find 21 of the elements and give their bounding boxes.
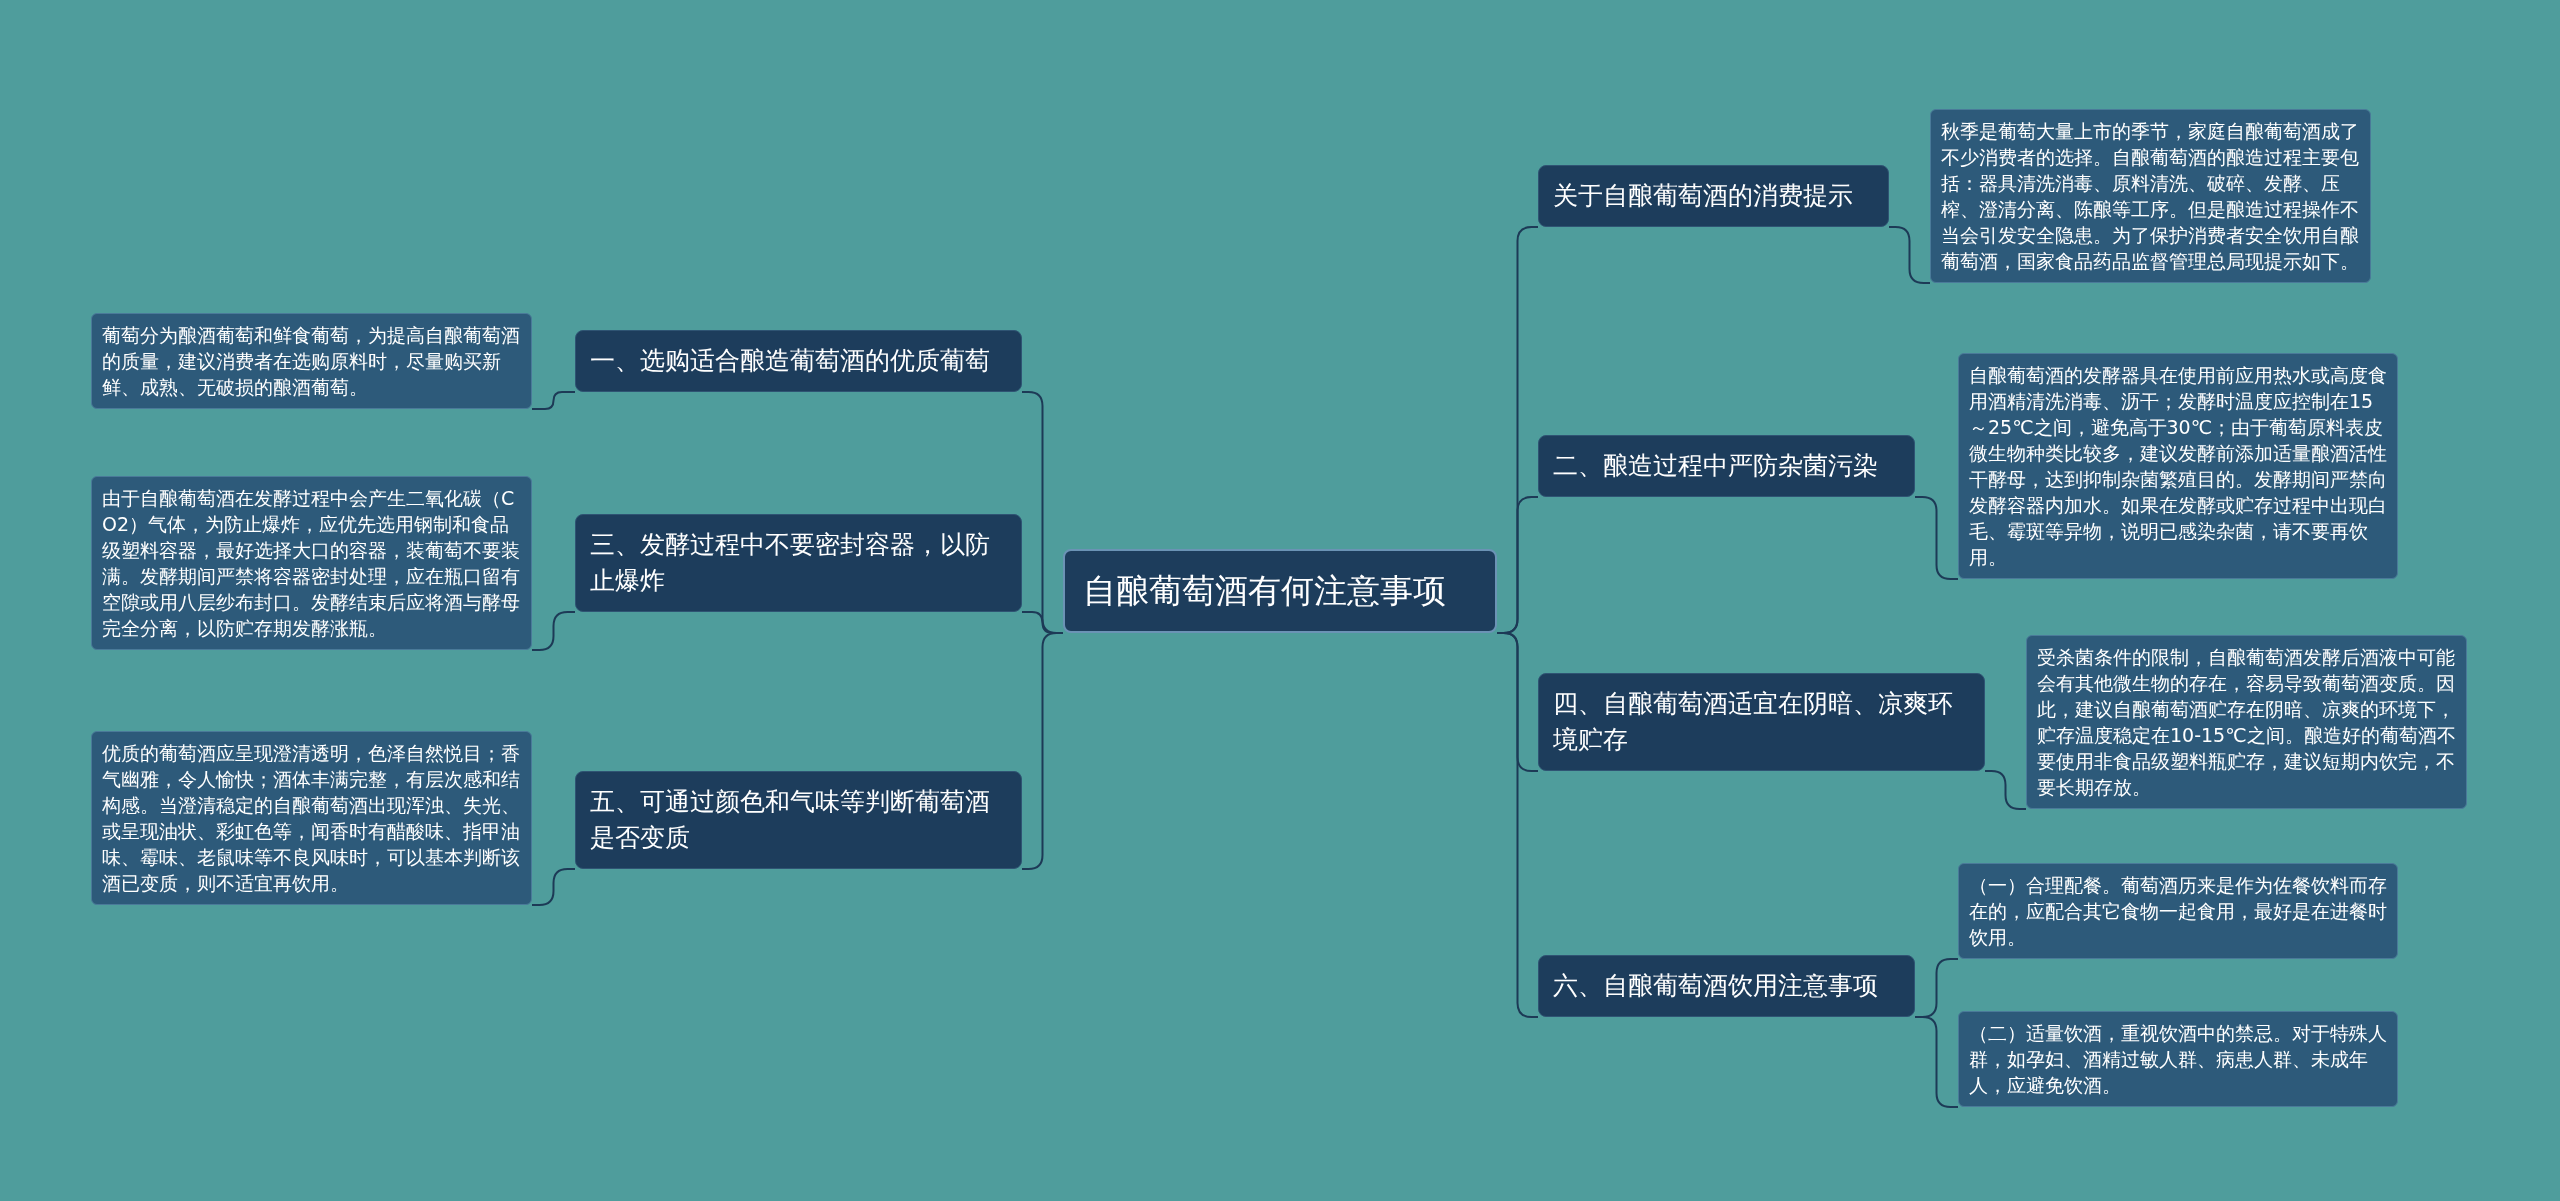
note-box: 葡萄分为酿酒葡萄和鲜食葡萄，为提高自酿葡萄酒的质量，建议消费者在选购原料时，尽量购买新鲜、成熟、无破损的酿酒葡萄。 xyxy=(91,313,532,409)
note-box: （一）合理配餐。葡萄酒历来是作为佐餐饮料而存在的，应配合其它食物一起食用，最好是在进餐时饮用。 xyxy=(1958,863,2398,959)
connector-line xyxy=(1984,770,2027,810)
topic-box: 五、可通过颜色和气味等判断葡萄酒是否变质 xyxy=(575,771,1022,869)
note-box: 秋季是葡萄大量上市的季节，家庭自酿葡萄酒成了不少消费者的选择。自酿葡萄酒的酿造过程主要包括：器具清洗消毒、原料清洗、破碎、发酵、压榨、澄清分离、陈酿等工序。但是酿造过程操作不当会引发安全隐患。为了保护消费者安全饮用自酿葡萄酒，国家食品药品监督管理总局现提示如下。 xyxy=(1930,109,2371,283)
topic-box: 二、酿造过程中严防杂菌污染 xyxy=(1538,435,1915,497)
note-box: 由于自酿葡萄酒在发酵过程中会产生二氧化碳（CO2）气体，为防止爆炸，应优先选用钢制和食品级塑料容器，最好选择大口的容器，装葡萄不要装满。发酵期间严禁将容器密封处理，应在瓶口留有空隙或用八层纱布封口。发酵结束后应将酒与酵母完全分离，以防贮存期发酵涨瓶。 xyxy=(91,476,532,650)
central-topic: 自酿葡萄酒有何注意事项 xyxy=(1063,549,1497,633)
note-box: 受杀菌条件的限制，自酿葡萄酒发酵后酒液中可能会有其他微生物的存在，容易导致葡萄酒变质。因此，建议自酿葡萄酒贮存在阴暗、凉爽的环境下，贮存温度稳定在10-15℃之间。酿造好的葡萄酒不要使用非食品级塑料瓶贮存，建议短期内饮完，不要长期存放。 xyxy=(2026,635,2467,809)
connector-line xyxy=(531,391,576,410)
connector-line xyxy=(1888,226,1931,284)
connector-line xyxy=(531,611,576,651)
topic-box: 四、自酿葡萄酒适宜在阴暗、凉爽环境贮存 xyxy=(1538,673,1985,771)
note-box: 优质的葡萄酒应呈现澄清透明，色泽自然悦目；香气幽雅，令人愉快；酒体丰满完整，有层次感和结构感。当澄清稳定的自酿葡萄酒出现浑浊、失光、或呈现油状、彩虹色等，闻香时有醋酸味、指甲油味、霉味、老鼠味等不良风味时，可以基本判断该酒已变质，则不适宜再饮用。 xyxy=(91,731,532,905)
note-box: 自酿葡萄酒的发酵器具在使用前应用热水或高度食用酒精清洗消毒、沥干；发酵时温度应控制在15～25℃之间，避免高于30℃；由于葡萄原料表皮微生物种类比较多，建议发酵前添加适量酿酒活性干酵母，达到抑制杂菌繁殖目的。发酵期间严禁向发酵容器内加水。如果在发酵或贮存过程中出现白毛、霉斑等异物，说明已感染杂菌，请不要再饮用。 xyxy=(1958,353,2398,579)
topic-box: 一、选购适合酿造葡萄酒的优质葡萄 xyxy=(575,330,1022,392)
topic-box: 六、自酿葡萄酒饮用注意事项 xyxy=(1538,955,1915,1017)
note-box: （二）适量饮酒，重视饮酒中的禁忌。对于特殊人群，如孕妇、酒精过敏人群、病患人群、未成年人，应避免饮酒。 xyxy=(1958,1011,2398,1107)
connector-line xyxy=(531,868,576,906)
topic-box: 关于自酿葡萄酒的消费提示 xyxy=(1538,165,1889,227)
topic-box: 三、发酵过程中不要密封容器，以防止爆炸 xyxy=(575,514,1022,612)
